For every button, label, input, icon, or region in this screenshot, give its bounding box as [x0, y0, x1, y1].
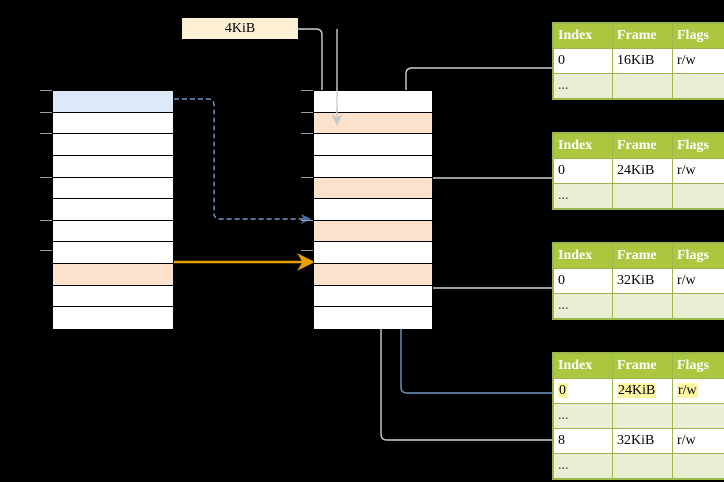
memory-row	[314, 285, 432, 308]
page-table-cell	[612, 293, 673, 319]
physical-memory-column	[313, 90, 433, 329]
page-table-header-index: Index	[553, 23, 613, 49]
page-table-cell	[672, 183, 724, 209]
memory-row	[314, 155, 432, 178]
page-table-cell: 24KiB	[612, 378, 673, 404]
page-table-cell: r/w	[672, 48, 724, 74]
page-table-cell	[612, 183, 673, 209]
memory-row	[53, 134, 173, 156]
page-table-header-frame: Frame	[612, 353, 673, 379]
page-table-header-frame: Frame	[612, 133, 673, 159]
page-table-header-flags: Flags	[672, 243, 724, 269]
page-table-cell	[672, 293, 724, 319]
page-table-header-flags: Flags	[672, 353, 724, 379]
page-table-cell: 24KiB	[612, 158, 673, 184]
page-size-label: 4KiB	[182, 18, 298, 39]
page-table-row: ...	[553, 403, 724, 429]
highlighted-value: 0	[558, 383, 567, 398]
memory-row	[53, 155, 173, 178]
page-table-header-frame: Frame	[612, 23, 673, 49]
page-table-header-flags: Flags	[672, 133, 724, 159]
page-table-header-index: Index	[553, 133, 613, 159]
memory-row	[314, 307, 432, 329]
page-table-cell	[612, 403, 673, 429]
tick-mark	[40, 90, 53, 91]
page-table-cell: 8	[553, 428, 613, 454]
page-table-row: ...	[553, 73, 724, 99]
page-table-row: ...	[553, 453, 724, 479]
tick-mark	[40, 177, 53, 178]
memory-row	[53, 199, 173, 221]
tick-mark	[40, 250, 53, 251]
memory-row	[53, 91, 173, 113]
page-table-header-flags: Flags	[672, 23, 724, 49]
page-table-cell: 0	[553, 268, 613, 294]
page-table-cell	[672, 73, 724, 99]
page-table-cell: 0	[553, 158, 613, 184]
page-table-row: ...	[553, 293, 724, 319]
tick-mark	[301, 250, 314, 251]
page-table-cell: ...	[553, 403, 613, 429]
memory-row	[314, 134, 432, 156]
page-table-header-frame: Frame	[612, 243, 673, 269]
tick-mark	[40, 112, 53, 113]
page-table-cell: ...	[553, 73, 613, 99]
memory-row	[53, 112, 173, 135]
memory-row	[53, 307, 173, 329]
tick-mark	[40, 220, 53, 221]
page-table-cell: r/w	[672, 268, 724, 294]
memory-row	[53, 264, 173, 286]
page-table-header-index: Index	[553, 243, 613, 269]
page-table-cell: r/w	[672, 158, 724, 184]
memory-row	[53, 242, 173, 264]
memory-row	[53, 285, 173, 308]
page-table-cell: 32KiB	[612, 428, 673, 454]
memory-row	[314, 264, 432, 286]
tick-mark	[40, 133, 53, 134]
memory-row	[314, 199, 432, 221]
memory-row	[314, 112, 432, 135]
page-table-cell: 0	[553, 378, 613, 404]
page-table-cell: 32KiB	[612, 268, 673, 294]
memory-row	[314, 220, 432, 243]
page-table-row: 0 24KiB r/w	[553, 378, 724, 404]
page-table-cell: ...	[553, 293, 613, 319]
page-table-cell: ...	[553, 183, 613, 209]
page-table-cell: 16KiB	[612, 48, 673, 74]
memory-row	[53, 220, 173, 243]
page-table-header-index: Index	[553, 353, 613, 379]
highlighted-value: r/w	[677, 383, 698, 398]
page-table-cell: 0	[553, 48, 613, 74]
virtual-address-space-column	[52, 90, 174, 329]
page-table-cell	[612, 453, 673, 479]
memory-row	[53, 177, 173, 200]
tick-mark	[301, 133, 314, 134]
page-table-cell: r/w	[672, 378, 724, 404]
highlighted-value: 24KiB	[617, 383, 657, 398]
memory-row	[314, 91, 432, 113]
page-table-cell	[672, 403, 724, 429]
page-table-cell: ...	[553, 453, 613, 479]
tick-mark	[301, 177, 314, 178]
page-table-row: ...	[553, 183, 724, 209]
page-table-cell	[672, 453, 724, 479]
page-table-cell	[612, 73, 673, 99]
page-table-cell: r/w	[672, 428, 724, 454]
tick-mark	[301, 112, 314, 113]
memory-row	[314, 177, 432, 200]
memory-row	[314, 242, 432, 264]
